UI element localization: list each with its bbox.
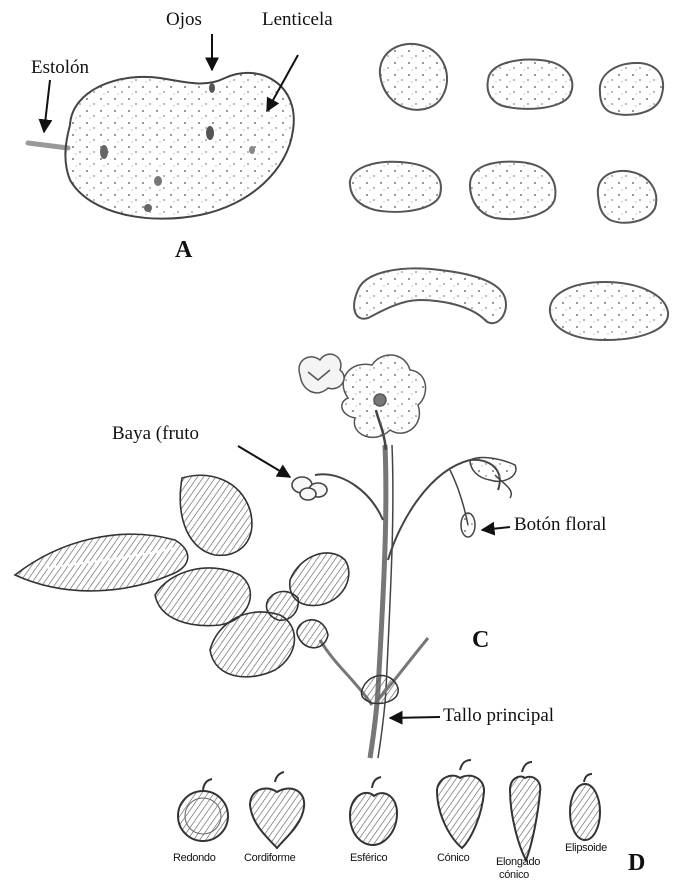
flower-buds xyxy=(461,458,516,537)
tuber-shape-2 xyxy=(488,60,573,109)
label-redondo: Redondo xyxy=(173,852,216,864)
tuber-shape-1 xyxy=(380,44,447,110)
tuber-eye xyxy=(154,176,162,186)
panel-letter-a: A xyxy=(175,237,192,264)
label-conico: Cónico xyxy=(437,852,469,864)
berry-shapes-row xyxy=(178,760,600,860)
stolon-stub xyxy=(28,143,68,148)
shape-elongado-conico xyxy=(510,762,540,860)
flower-cluster xyxy=(299,354,426,437)
arrow-estolon xyxy=(44,80,50,132)
shape-esferico xyxy=(350,777,397,845)
label-ojos: Ojos xyxy=(166,9,202,31)
tuber-eye xyxy=(206,126,214,140)
tuber-main xyxy=(28,73,294,219)
berries xyxy=(292,477,327,500)
label-elipsoide: Elipsoide xyxy=(565,842,607,854)
label-tallo-principal: Tallo principal xyxy=(443,705,554,727)
tuber-eye xyxy=(209,83,215,93)
label-baya: Baya (fruto xyxy=(112,423,199,445)
shape-elipsoide xyxy=(570,774,600,840)
label-elongado: Elongado xyxy=(496,856,540,868)
label-conico-2: cónico xyxy=(499,869,529,881)
panel-letter-c: C xyxy=(472,627,489,654)
label-esferico: Esférico xyxy=(350,852,387,864)
panel-letter-d: D xyxy=(628,850,645,877)
shape-redondo xyxy=(178,779,228,841)
tuber-shape-6 xyxy=(598,171,656,223)
tuber-eye xyxy=(249,146,255,154)
tuber-eye xyxy=(100,145,108,159)
label-estolon: Estolón xyxy=(31,57,89,79)
arrow-baya xyxy=(238,446,290,477)
tuber-shape-5 xyxy=(470,162,555,220)
label-lenticela: Lenticela xyxy=(262,9,333,31)
tuber-shape-3 xyxy=(600,63,663,115)
shape-conico xyxy=(437,760,484,848)
tuber-shape-7 xyxy=(354,268,506,323)
tuber-shape-8 xyxy=(550,282,668,340)
shape-cordiforme xyxy=(250,772,304,848)
leaves xyxy=(15,475,349,677)
arrow-tallo xyxy=(390,717,440,718)
arrow-boton xyxy=(482,527,510,530)
label-cordiforme: Cordiforme xyxy=(244,852,295,864)
tuber-eye xyxy=(144,204,152,212)
label-boton-floral: Botón floral xyxy=(514,514,606,536)
tuber-shapes-grid xyxy=(350,44,668,340)
tuber-shape-4 xyxy=(350,162,441,212)
tuber-body xyxy=(65,73,293,219)
